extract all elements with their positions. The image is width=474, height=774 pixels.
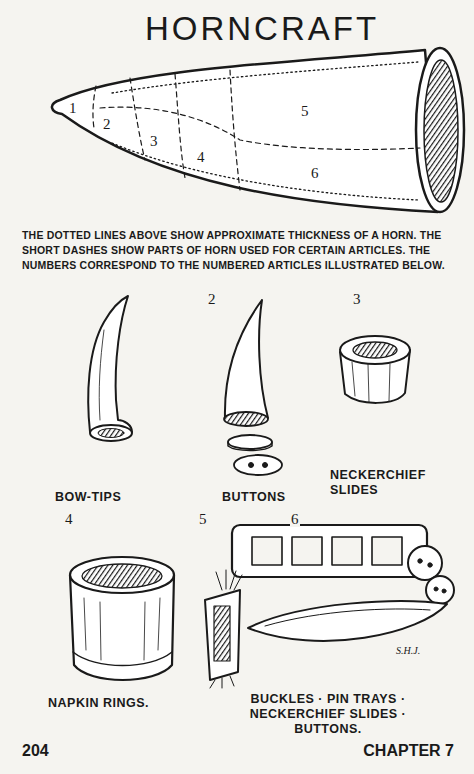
callout-number: 6 (310, 166, 320, 181)
item-label: NECKERCHIEF SLIDES (330, 468, 440, 498)
page-title: HORNCRAFT (140, 10, 384, 48)
artist-signature: S.H.J. (396, 645, 420, 656)
callout-number: 5 (300, 104, 310, 119)
callout-number: 1 (68, 101, 78, 116)
item-label: BUTTONS (222, 490, 286, 505)
callout-number: 2 (102, 117, 112, 132)
page-number: 204 (22, 742, 49, 760)
item-label: BUCKLES · PIN TRAYS · NECKERCHIEF SLIDES… (228, 692, 428, 737)
chapter-label: CHAPTER 7 (360, 742, 454, 760)
callout-number: 2 (207, 292, 217, 307)
item-label: NAPKIN RINGS. (48, 696, 149, 711)
figure-caption: THE DOTTED LINES ABOVE SHOW APPROXIMATE … (22, 228, 454, 273)
callout-number: 3 (149, 134, 159, 149)
callout-number: 5 (198, 512, 208, 527)
callout-number: 4 (64, 512, 74, 527)
item-label: BOW-TIPS (55, 490, 121, 505)
callout-number: 4 (196, 150, 206, 165)
callout-number: 3 (352, 292, 362, 307)
callout-number: 6 (290, 512, 300, 527)
